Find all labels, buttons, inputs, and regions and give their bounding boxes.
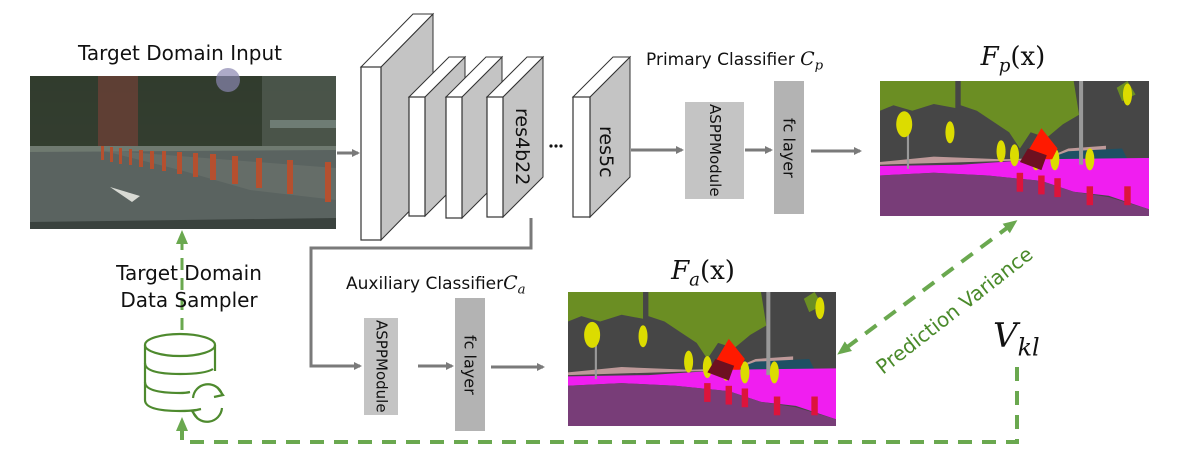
- v-sub: kl: [1017, 333, 1040, 362]
- output-sub: p: [998, 55, 1011, 77]
- seg-person: [811, 396, 818, 416]
- auxiliary-fc-layer: [455, 298, 485, 431]
- seg-pole: [766, 292, 771, 376]
- auxiliary-aspp-module: [364, 318, 398, 415]
- block-label-res5c: res5c: [595, 126, 617, 178]
- seg-traffic-sign: [815, 297, 825, 320]
- output-symbol: F: [980, 42, 999, 72]
- seg-bicycle: [707, 359, 735, 381]
- seg-pole: [1079, 81, 1084, 165]
- block-front: [486, 96, 504, 218]
- seg-vegetation: [648, 292, 767, 359]
- primary-aspp-line1: ASPP: [706, 104, 724, 143]
- database-refresh-icon: [143, 332, 225, 423]
- block-front: [360, 66, 382, 241]
- sampler-title: Target Domain Data Sampler: [116, 260, 262, 314]
- seg-traffic-sign: [996, 140, 1006, 163]
- seg-traffic-sign: [740, 361, 750, 384]
- seg-traffic-sign: [945, 121, 955, 144]
- primary-classifier-symbol: Cp: [800, 48, 823, 74]
- seg-traffic-sign: [769, 361, 779, 384]
- symbol-c: C: [800, 48, 815, 70]
- seg-person: [1038, 175, 1045, 195]
- seg-person: [741, 388, 749, 408]
- primary-classifier-title: Primary Classifier Cp: [646, 48, 823, 74]
- primary-classifier-title-text: Primary Classifier: [646, 50, 795, 70]
- encoder-block-res4b22: [485, 55, 545, 219]
- seg-road: [880, 172, 1149, 216]
- auxiliary-classifier-title-text: Auxiliary Classifier: [346, 274, 504, 294]
- primary-aspp-module: [685, 102, 744, 199]
- sampler-title-line2: Data Sampler: [120, 288, 258, 312]
- seg-person: [1124, 186, 1131, 206]
- seg-traffic-sign: [684, 350, 694, 373]
- auxiliary-fc-label: fc layer: [460, 334, 480, 395]
- seg-traffic-sign: [1085, 148, 1095, 171]
- auxiliary-classifier-symbol: Ca: [503, 272, 525, 298]
- seg-person: [725, 385, 733, 405]
- output-symbol: F: [671, 256, 690, 286]
- primary-segmentation-output: [880, 81, 1149, 216]
- seg-vegetation: [880, 81, 956, 111]
- primary-output-label: Fp(x): [981, 42, 1046, 76]
- primary-fc-layer: [774, 81, 804, 214]
- ellipsis: [549, 144, 563, 148]
- input-title: Target Domain Input: [78, 41, 282, 65]
- seg-bicycle: [1019, 148, 1047, 171]
- v-symbol: V: [993, 316, 1018, 356]
- feedback-loop-dashed: [176, 367, 1019, 444]
- seg-person: [1016, 172, 1024, 192]
- seg-traffic-sign: [896, 111, 913, 138]
- auxiliary-segmentation-output: [568, 292, 836, 426]
- seg-person: [773, 396, 781, 416]
- seg-person: [704, 383, 711, 402]
- primary-fc-label: fc layer: [779, 117, 799, 178]
- seg-vegetation: [960, 81, 1080, 149]
- seg-sidewalk: [568, 368, 836, 420]
- seg-traffic-sign: [584, 321, 601, 348]
- encoder-backbone: [359, 12, 632, 242]
- seg-vegetation: [568, 292, 644, 322]
- seg-traffic-sign: [1122, 83, 1132, 106]
- block-front: [408, 96, 426, 217]
- seg-person: [1086, 186, 1094, 206]
- seg-road: [568, 383, 836, 426]
- block-front: [572, 96, 591, 218]
- auxiliary-output-label: Fa(x): [671, 256, 735, 290]
- output-arg: (x): [1010, 42, 1046, 72]
- seg-person: [1054, 178, 1061, 198]
- symbol-sub: a: [517, 282, 526, 298]
- arrow-res4b22-to-auxiliary: [309, 218, 533, 370]
- aux-aspp-line1: ASPP: [372, 320, 391, 359]
- seg-pole: [594, 325, 597, 380]
- seg-traffic-sign: [638, 325, 648, 348]
- primary-aspp-line2: Module: [706, 142, 724, 197]
- prediction-variance-arrow: [837, 220, 1018, 355]
- input-image: [30, 68, 336, 229]
- seg-sidewalk: [880, 157, 1149, 210]
- seg-wall: [568, 356, 794, 376]
- block-front: [445, 96, 463, 219]
- seg-pole: [906, 114, 910, 169]
- aux-aspp-line2: Module: [372, 358, 391, 413]
- symbol-c: C: [503, 272, 518, 294]
- seg-wall: [880, 145, 1106, 165]
- symbol-sub: p: [814, 58, 824, 74]
- auxiliary-classifier-title: Auxiliary ClassifierCa: [346, 272, 526, 298]
- output-sub: a: [689, 269, 700, 291]
- seg-traffic-sign: [1010, 144, 1019, 167]
- block-label-res4b22: res4b22: [511, 108, 533, 186]
- seg-traffic-sign: [702, 356, 712, 379]
- sampler-title-line1: Target Domain: [116, 261, 262, 285]
- encoder-block-res5c: [571, 55, 632, 219]
- output-arg: (x): [699, 256, 735, 286]
- variance-kl-symbol: Vkl: [993, 316, 1040, 361]
